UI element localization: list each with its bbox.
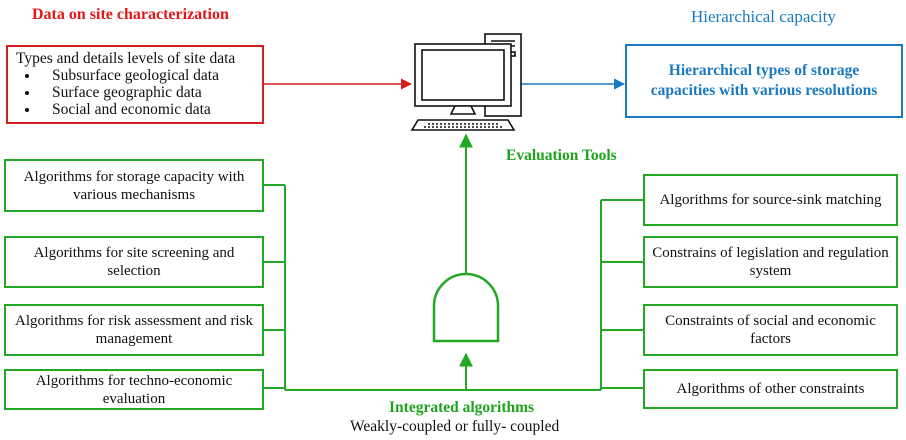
site-data-item: Subsurface geological data — [40, 67, 254, 84]
right-constraint-box: Algorithms of other constraints — [643, 369, 898, 409]
right-constraint-label: Algorithms of other constraints — [676, 381, 865, 397]
integration-subtitle: Weakly-coupled or fully- coupled — [350, 418, 560, 435]
site-data-heading: Types and details levels of site data — [16, 50, 236, 67]
left-algorithm-label: Algorithms for techno-economic evaluatio… — [35, 372, 233, 407]
integrated-algorithms-title: Integrated algorithms — [389, 399, 535, 416]
site-data-box: Types and details levels of site data Su… — [6, 45, 264, 124]
desktop-computer-icon — [410, 33, 522, 131]
right-constraint-box: Constraints of social and economic facto… — [643, 304, 898, 356]
right-constraint-label: Algorithms for source-sink matching — [659, 192, 882, 208]
evaluation-tools-label: Evaluation Tools — [506, 147, 617, 164]
capacity-box: Hierarchical types of storage capacities… — [625, 44, 903, 118]
right-constraint-box: Algorithms for source-sink matching — [643, 174, 898, 226]
left-algorithm-box: Algorithms for storage capacity with var… — [4, 159, 264, 212]
site-data-item: Social and economic data — [40, 101, 254, 118]
right-bracket — [600, 199, 643, 390]
left-bracket — [264, 184, 286, 390]
capacity-box-text: Hierarchical types of storage capacities… — [650, 62, 878, 99]
left-algorithm-label: Algorithms for site screening and select… — [33, 245, 235, 279]
left-algorithm-label: Algorithms for risk assessment and risk … — [15, 313, 253, 347]
right-constraint-box: Constrains of legislation and regulation… — [643, 236, 898, 288]
capacity-title: Hierarchical capacity — [691, 7, 836, 26]
right-constraint-label: Constraints of social and economic facto… — [665, 313, 876, 347]
site-data-list: Subsurface geological data Surface geogr… — [16, 67, 254, 118]
site-data-title: Data on site characterization — [32, 6, 229, 23]
site-data-item: Surface geographic data — [40, 84, 254, 101]
and-gate-icon — [432, 272, 500, 343]
left-algorithm-box: Algorithms for risk assessment and risk … — [4, 304, 264, 356]
left-algorithm-box: Algorithms for techno-economic evaluatio… — [4, 369, 264, 410]
right-constraint-label: Constrains of legislation and regulation… — [652, 245, 889, 279]
left-algorithm-label: Algorithms for storage capacity with var… — [23, 168, 245, 203]
left-algorithm-box: Algorithms for site screening and select… — [4, 236, 264, 288]
